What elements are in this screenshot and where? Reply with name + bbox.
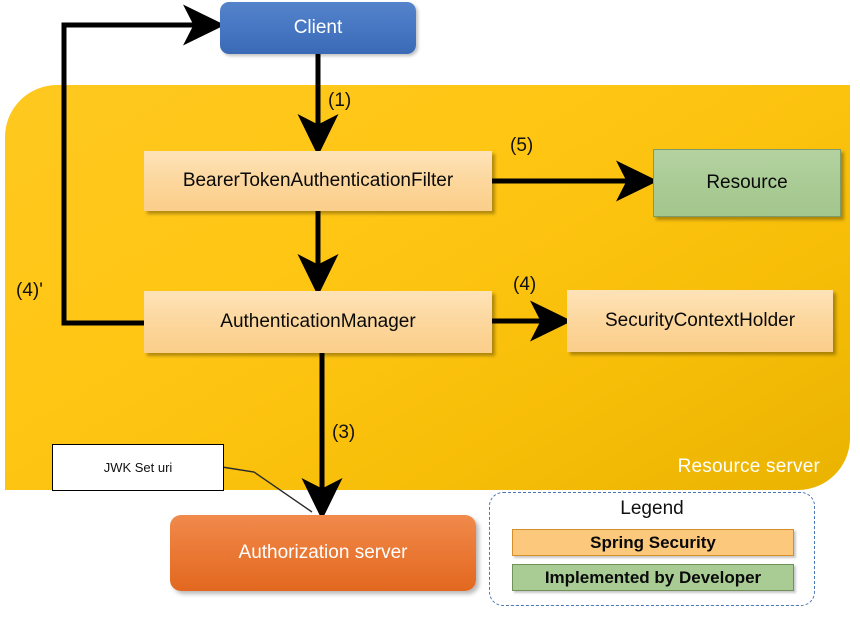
callout-jwk-set-uri[interactable]: JWK Set uri <box>52 444 224 491</box>
node-client-label: Client <box>293 17 343 38</box>
node-authentication-manager-label: AuthenticationManager <box>220 311 416 332</box>
edge-label-step4: (4) <box>513 274 537 295</box>
node-security-context-holder-label: SecurityContextHolder <box>604 310 796 331</box>
legend-item-spring-security: Spring Security <box>512 529 794 556</box>
node-authorization-server[interactable]: Authorization server <box>170 515 476 591</box>
legend-title: Legend <box>620 498 684 519</box>
node-bearer-token-authentication-filter[interactable]: BearerTokenAuthenticationFilter <box>144 151 492 211</box>
node-client[interactable]: Client <box>220 2 416 54</box>
legend-item-spring-security-label: Spring Security <box>590 532 716 552</box>
node-authorization-server-label: Authorization server <box>238 542 408 563</box>
node-security-context-holder[interactable]: SecurityContextHolder <box>567 290 833 352</box>
node-bearer-token-authentication-filter-label: BearerTokenAuthenticationFilter <box>182 170 454 191</box>
resource-server-label: Resource server <box>677 456 820 477</box>
edge-label-step1: (1) <box>328 90 352 111</box>
node-resource-label: Resource <box>706 172 788 193</box>
edge-label-step3: (3) <box>332 422 356 443</box>
node-resource[interactable]: Resource <box>653 149 841 217</box>
legend-item-implemented-by-developer: Implemented by Developer <box>512 564 794 591</box>
edge-label-step5: (5) <box>510 135 534 156</box>
legend-box: Legend Spring Security Implemented by De… <box>489 492 815 606</box>
resource-server-panel: Resource server <box>5 85 850 490</box>
callout-jwk-set-uri-label: JWK Set uri <box>103 460 173 475</box>
edge-label-step4-prime: (4)' <box>16 280 43 301</box>
node-authentication-manager[interactable]: AuthenticationManager <box>144 291 492 353</box>
legend-item-implemented-by-developer-label: Implemented by Developer <box>544 567 762 587</box>
